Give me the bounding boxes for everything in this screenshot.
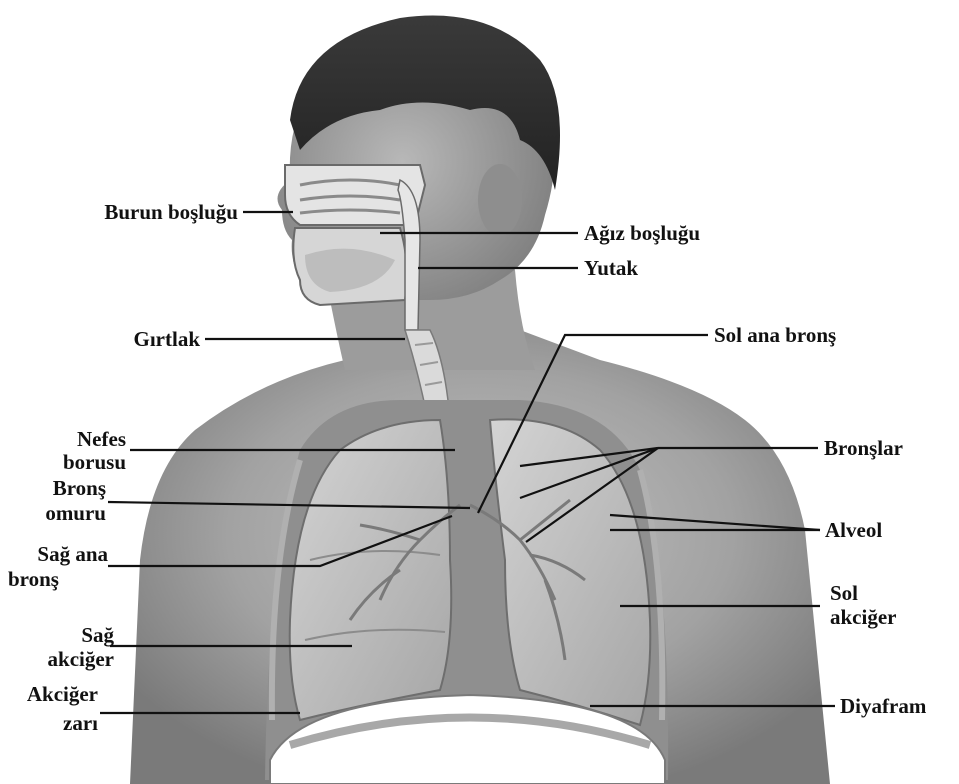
label-sag-ana-brons-line1: Sağ ana xyxy=(4,543,108,565)
label-sag-akciger-line1: Sağ xyxy=(20,624,114,646)
label-sol-akciger-line2: akciğer xyxy=(830,606,896,628)
label-akciger-zari-line2: zarı xyxy=(0,712,98,734)
label-sol-ana-brons: Sol ana bronş xyxy=(714,324,836,346)
label-brons-omuru-line2: omuru xyxy=(10,502,106,524)
label-sol-akciger-line1: Sol xyxy=(830,582,858,604)
ear-shape xyxy=(478,164,522,236)
label-diyafram: Diyafram xyxy=(840,695,926,717)
label-nefes-borusu-line1: Nefes xyxy=(20,428,126,450)
label-sag-akciger-line2: akciğer xyxy=(20,648,114,670)
label-nefes-borusu-line2: borusu xyxy=(20,451,126,473)
label-brons-omuru-line1: Bronş xyxy=(10,477,106,499)
label-sag-ana-brons-line2: bronş xyxy=(8,568,59,590)
label-yutak: Yutak xyxy=(584,257,638,279)
label-akciger-zari-line1: Akciğer xyxy=(0,683,98,705)
label-agiz-boslugu: Ağız boşluğu xyxy=(584,222,700,244)
label-bronslar: Bronşlar xyxy=(824,437,903,459)
label-burun-boslugu: Burun boşluğu xyxy=(40,201,238,223)
label-girtlak: Gırtlak xyxy=(80,328,200,350)
label-alveol: Alveol xyxy=(825,519,882,541)
